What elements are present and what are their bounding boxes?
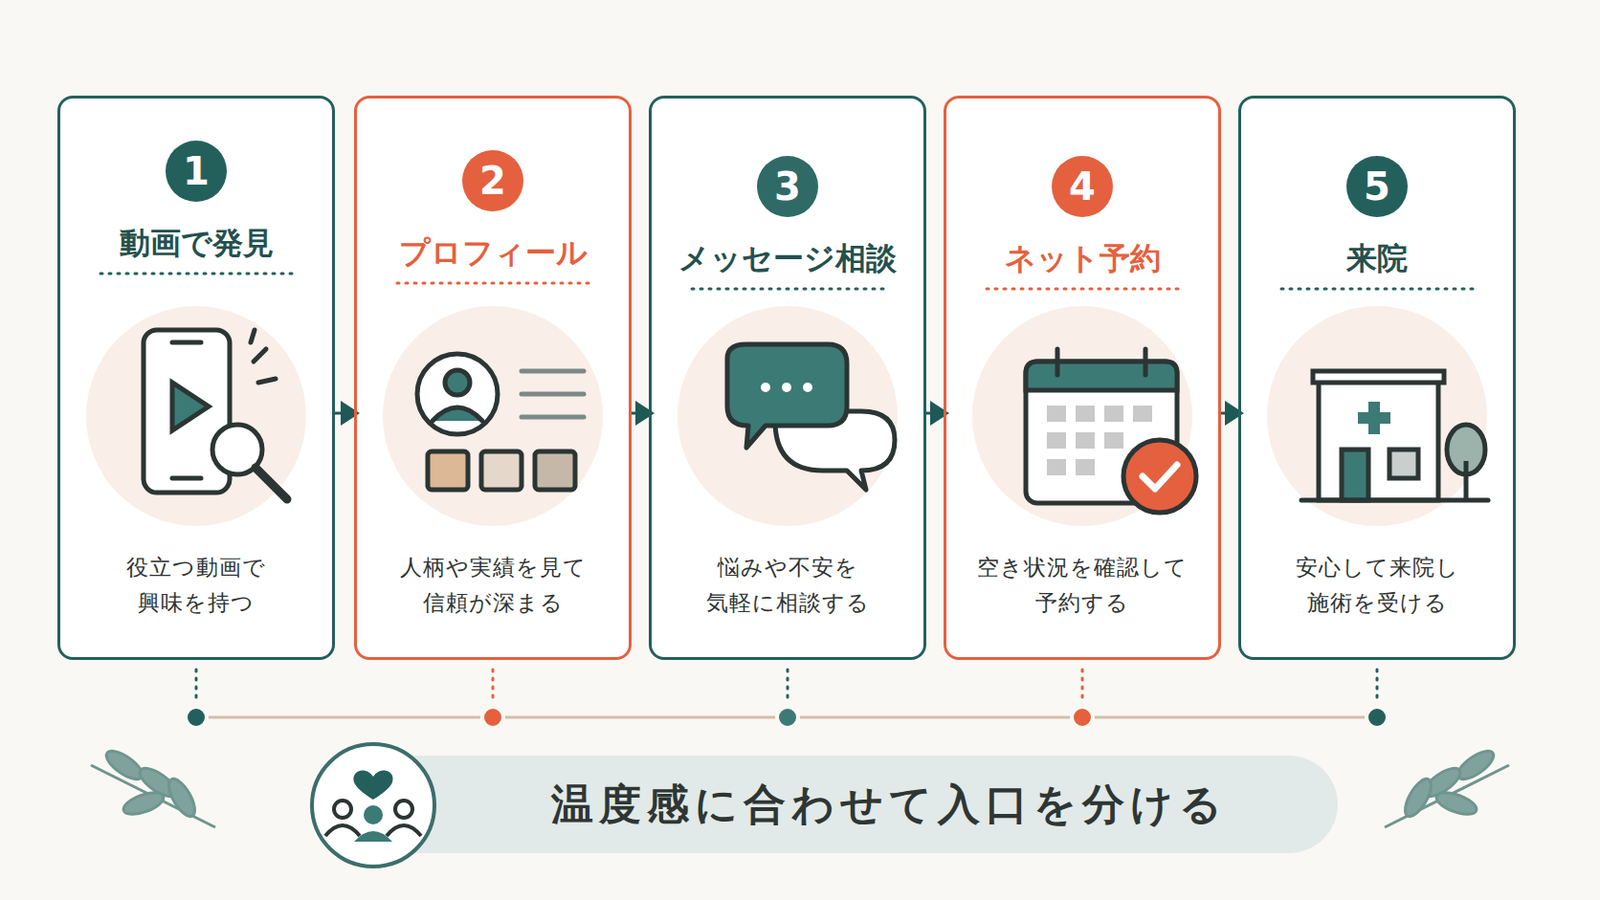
- timeline: [185, 669, 1388, 729]
- step-description: 安心して来院し 施術を受ける: [1260, 550, 1494, 622]
- step-description: 悩みや不安を 気軽に相談する: [670, 550, 905, 622]
- callout-number: 3: [774, 164, 801, 209]
- step-card: プロフィール人柄や実績を見て 信頼が深まる 2: [354, 95, 632, 661]
- step-card: メッセージ相談悩みや不安を 気軽に相談する 3: [648, 95, 927, 661]
- group-icon: [311, 744, 435, 867]
- step-number: 4: [1051, 155, 1113, 218]
- step-description: 空き状況を確認して 予約する: [965, 550, 1200, 622]
- callout-number: 2: [479, 158, 507, 203]
- step-title: プロフィール: [356, 232, 629, 275]
- step-description: 人柄や実績を見て 信頼が深まる: [376, 550, 610, 622]
- profile-icon: [417, 354, 584, 490]
- step-number: 5: [1346, 155, 1408, 218]
- card-fill: [57, 95, 1516, 661]
- clinic-icon: [1301, 371, 1489, 501]
- callout-number: 4: [1068, 164, 1096, 209]
- arrow-head: [340, 400, 360, 426]
- step-card: 来院安心して来院し 施術を受ける 5: [1238, 95, 1516, 661]
- step-title: 来院: [1241, 238, 1513, 281]
- icon-circle: [86, 306, 1488, 527]
- message-band: 温度感に合わせて入口を分ける: [440, 755, 1338, 854]
- chat-icon: [727, 344, 895, 490]
- step-card: 動画で発見役立つ動画で 興味を持つ 1: [57, 95, 335, 661]
- step-title: メッセージ相談: [651, 238, 924, 281]
- arrow-head: [635, 400, 655, 426]
- callout-number: 1: [182, 149, 210, 194]
- step-number: 2: [462, 150, 524, 212]
- step-title: ネット予約: [946, 238, 1219, 281]
- step-number: 3: [756, 155, 819, 218]
- band-text: 温度感に合わせて入口を分ける: [551, 777, 1228, 834]
- step-card: ネット予約空き状況を確認して 予約する 4: [943, 95, 1222, 661]
- callout-number: 5: [1363, 164, 1391, 209]
- calendar-icon: [1025, 349, 1197, 513]
- band-fill: [315, 755, 1338, 854]
- video-phone-icon: [143, 330, 288, 500]
- arrow-head: [930, 400, 950, 426]
- step-number: 1: [165, 140, 227, 202]
- step-title: 動画で発見: [60, 222, 333, 266]
- arrow-head: [1224, 400, 1245, 426]
- step-description: 役立つ動画で 興味を持つ: [79, 550, 313, 622]
